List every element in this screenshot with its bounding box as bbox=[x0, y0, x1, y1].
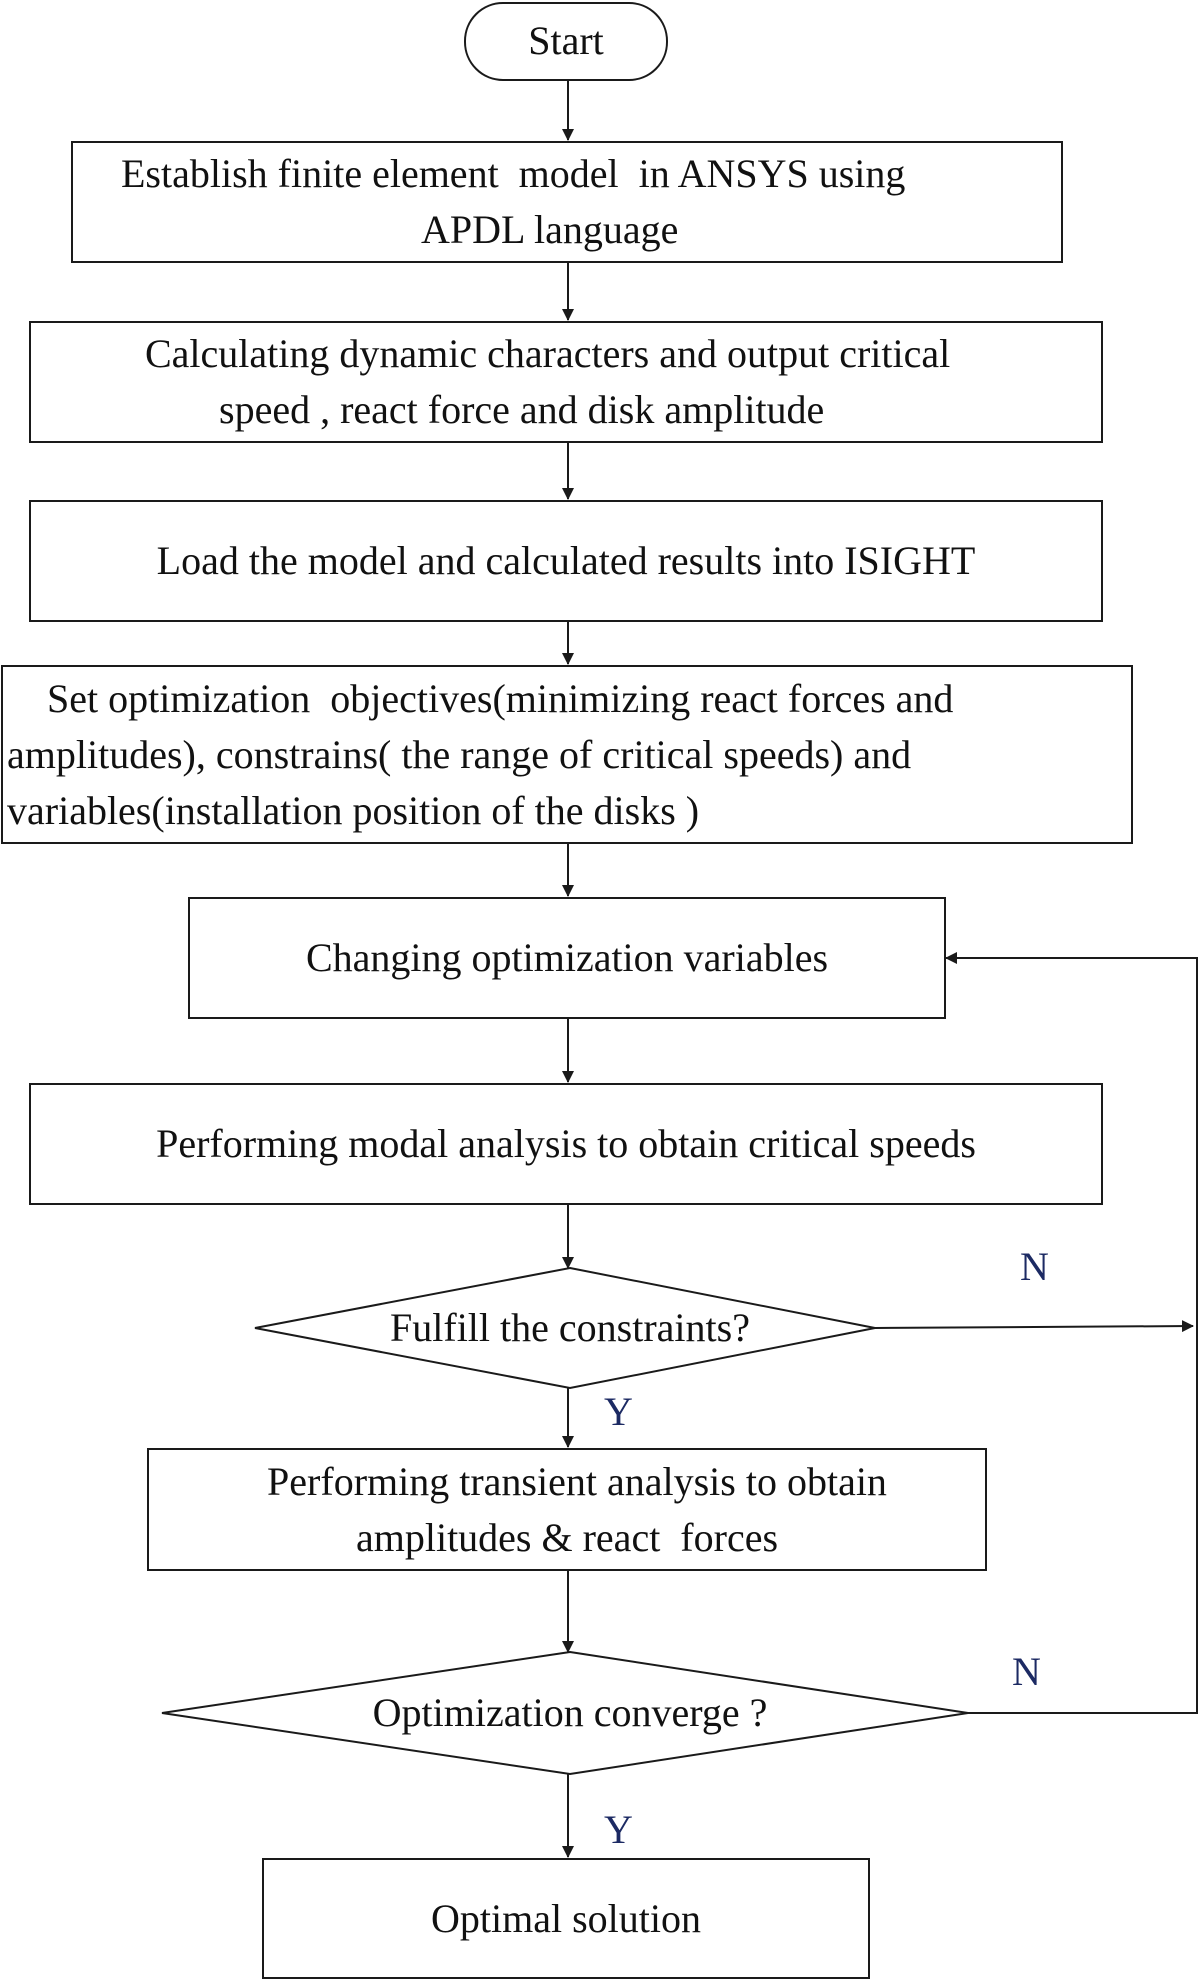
optimal-line: Optimal solution bbox=[431, 1895, 701, 1941]
changing-variables-box: Changing optimization variables bbox=[188, 897, 946, 1019]
establish-line-2: APDL language bbox=[421, 207, 679, 252]
arrow-converge-no bbox=[945, 952, 1198, 1714]
optimization-converge-label: Optimization converge ? bbox=[372, 1690, 768, 1735]
transient-line-1: Performing transient analysis to obtain bbox=[247, 1458, 887, 1504]
fulfill-constraints-label: Fulfill the constraints? bbox=[390, 1305, 750, 1350]
calculating-dynamics-box: Calculating dynamic characters and outpu… bbox=[29, 321, 1103, 443]
establish-line-1: Establish finite element model in ANSYS … bbox=[81, 151, 906, 196]
load-model-box: Load the model and calculated results in… bbox=[29, 500, 1103, 622]
calculating-line-2: speed , react force and disk amplitude bbox=[219, 387, 825, 432]
fulfill-no-label: N bbox=[1020, 1244, 1049, 1289]
set-line-3: variables(installation position of the d… bbox=[7, 787, 700, 833]
fulfill-decision-diamond bbox=[254, 1266, 876, 1390]
converge-no-label: N bbox=[1012, 1649, 1041, 1694]
establish-model-box: Establish finite element model in ANSYS … bbox=[71, 141, 1063, 263]
load-line: Load the model and calculated results in… bbox=[156, 538, 976, 583]
fulfill-yes-label: Y bbox=[604, 1389, 633, 1434]
start-terminal bbox=[464, 2, 668, 81]
set-line-2: amplitudes), constrains( the range of cr… bbox=[7, 731, 912, 777]
modal-line: Performing modal analysis to obtain crit… bbox=[156, 1121, 976, 1166]
set-optimization-box: Set optimization objectives(minimizing r… bbox=[1, 665, 1133, 844]
arrow-fulfill-no bbox=[874, 1320, 1194, 1333]
converge-decision-diamond bbox=[161, 1650, 969, 1776]
calculating-line-1: Calculating dynamic characters and outpu… bbox=[105, 331, 951, 376]
set-line-1: Set optimization objectives(minimizing r… bbox=[7, 675, 954, 721]
transient-analysis-box: Performing transient analysis to obtain … bbox=[147, 1448, 987, 1571]
transient-line-2: amplitudes & react forces bbox=[355, 1514, 779, 1560]
changing-line: Changing optimization variables bbox=[305, 935, 829, 980]
modal-analysis-box: Performing modal analysis to obtain crit… bbox=[29, 1083, 1103, 1205]
converge-yes-label: Y bbox=[604, 1807, 633, 1852]
start-label: Start bbox=[528, 18, 604, 63]
optimal-solution-box: Optimal solution bbox=[262, 1858, 870, 1979]
